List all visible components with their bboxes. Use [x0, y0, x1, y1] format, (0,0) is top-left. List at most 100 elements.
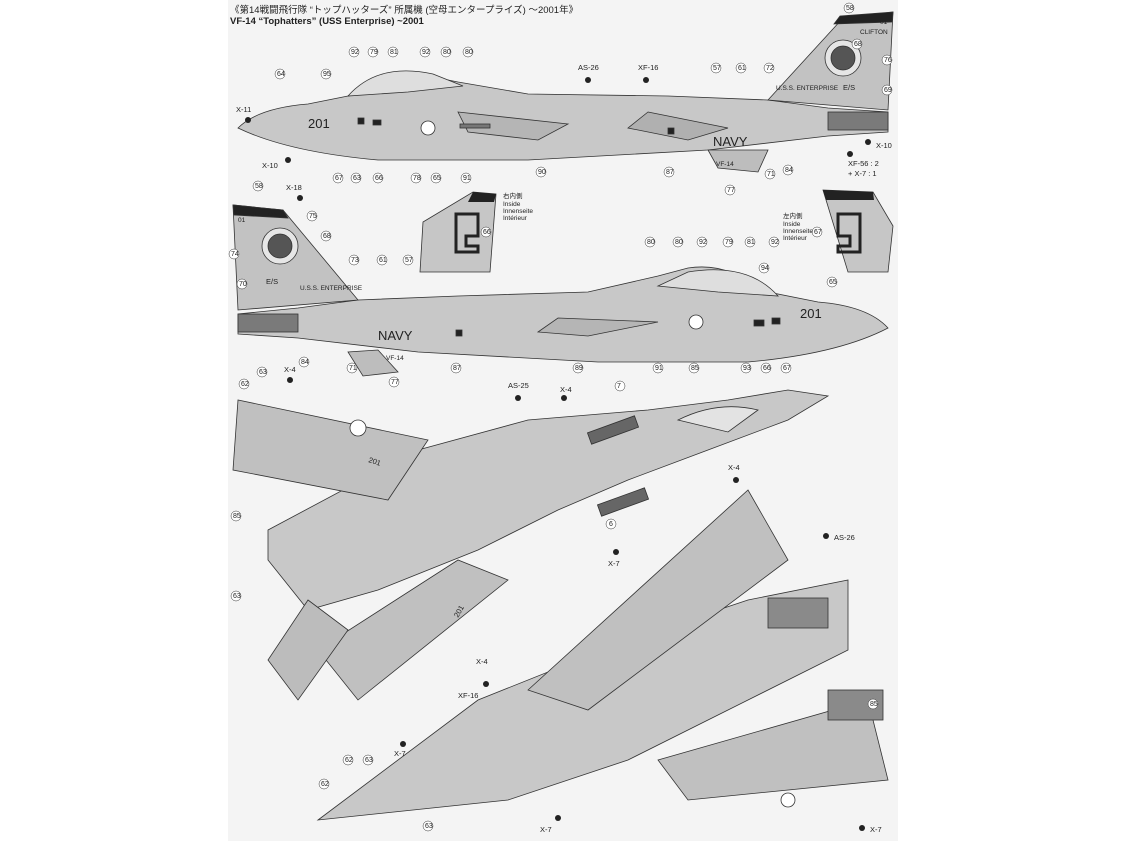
callout-63-top: 63: [259, 369, 267, 376]
side-modex-right: 201: [800, 306, 822, 321]
side-navy-right: NAVY: [378, 328, 413, 343]
paint-x7-top: X-7: [608, 559, 620, 568]
callout-91-b: 91: [655, 365, 663, 372]
callout-63-bottom-b: 63: [365, 757, 373, 764]
callout-66-fin: 66: [483, 229, 491, 236]
callout-81-b: 81: [747, 239, 755, 246]
callout-75: 75: [309, 213, 317, 220]
callout-92: 92: [351, 49, 359, 56]
callout-85-top: 85: [233, 513, 241, 520]
callout-67-b: 67: [783, 365, 791, 372]
callout-89: 89: [575, 365, 583, 372]
callout-84-b: 84: [301, 359, 309, 366]
callout-84: 84: [785, 167, 793, 174]
inside-jp-right: 右内側: [503, 191, 523, 200]
callout-63-bottom: 63: [425, 823, 433, 830]
callout-67: 67: [335, 175, 343, 182]
inside-jp-left: 左内側: [783, 211, 803, 220]
inside-fin-left: 67: [811, 189, 894, 273]
side-tailcode-left: E/S: [843, 83, 855, 92]
callout-82: 80: [443, 49, 451, 56]
paint-x10-tail: X-10: [876, 141, 892, 150]
callout-79-b: 79: [725, 239, 733, 246]
paint-xf16-top: XF-16: [638, 63, 658, 72]
inside-fin-right: 66: [419, 191, 497, 273]
paint-as26-top: AS-26: [578, 63, 599, 72]
callout-70: 70: [239, 281, 247, 288]
side-ship-left: U.S.S. ENTERPRISE: [776, 85, 839, 92]
inside-en-right: Inside: [503, 201, 521, 208]
callout-6: 6: [609, 521, 613, 528]
paint-xf16-bottom: XF-16: [458, 691, 478, 700]
inside-de-right: Innenseite: [503, 208, 533, 215]
inside-fr-left: Intérieur: [783, 235, 808, 242]
callout-95: 95: [323, 71, 331, 78]
callout-58: 58: [846, 5, 854, 12]
callout-92-d: 92: [771, 239, 779, 246]
bottom-view: [316, 489, 889, 821]
callout-81: 81: [390, 49, 398, 56]
paint-x11: X-11: [236, 105, 251, 114]
callout-82-b: 80: [675, 239, 683, 246]
callout-66-b: 66: [763, 365, 771, 372]
callout-79: 79: [370, 49, 378, 56]
callout-80-b: 80: [647, 239, 655, 246]
paint-x7-bottom-b: X-7: [540, 825, 552, 834]
callout-62-bottom: 62: [345, 757, 353, 764]
callout-87: 87: [666, 169, 674, 176]
side-view-left: [237, 11, 894, 173]
callout-71-b: 71: [349, 365, 357, 372]
callout-77-b: 77: [391, 379, 399, 386]
paint-mix-a: XF-56 : 2: [848, 159, 879, 168]
decal-instruction-sheet: 《第14戦闘飛行隊 “トップハッターズ” 所属機 (空母エンタープライズ) ～2…: [228, 0, 898, 841]
callout-65-b: 65: [829, 279, 837, 286]
callout-72: 72: [766, 65, 774, 72]
callout-68-b: 68: [323, 233, 331, 240]
inside-de-left: Innenseite: [783, 228, 813, 235]
side-pilot-left: CLIFTON: [860, 29, 888, 36]
side-tailnum-left: 01: [880, 19, 888, 26]
callout-77: 77: [727, 187, 735, 194]
callout-65: 65: [433, 175, 441, 182]
callout-62-top: 62: [241, 381, 249, 388]
callout-63: 63: [353, 175, 361, 182]
callout-74-b: 74: [231, 251, 239, 258]
side-tailnum-right: 01: [238, 217, 246, 224]
callout-67-fin: 67: [814, 229, 822, 236]
callout-68: 68: [854, 41, 862, 48]
callout-90: 90: [538, 169, 546, 176]
side-ship-right: U.S.S. ENTERPRISE: [300, 285, 363, 292]
callout-7: 7: [617, 383, 621, 390]
inside-fr-right: Intérieur: [503, 215, 528, 222]
header-english: VF-14 “Tophatters” (USS Enterprise) ~200…: [230, 16, 424, 27]
paint-as26-bottom: AS-26: [834, 533, 855, 542]
paint-x7-bottom-c: X-7: [870, 825, 882, 834]
side-vf14-left: VF-14: [716, 161, 734, 168]
callout-62-bottom-b: 62: [321, 781, 329, 788]
callout-71: 71: [767, 171, 775, 178]
paint-mix-b: + X-7 : 1: [848, 169, 877, 178]
callout-69: 69: [884, 87, 892, 94]
side-pilot-right: CLIFTON: [250, 211, 278, 218]
callout-91: 91: [463, 175, 471, 182]
paint-x7-bottom: X-7: [394, 749, 406, 758]
callout-78: 78: [413, 175, 421, 182]
paint-x18: X-18: [286, 183, 302, 192]
callout-58-b: 58: [255, 183, 263, 190]
top-view: [232, 389, 830, 701]
callout-92-c: 92: [699, 239, 707, 246]
paint-x4-bottom: X-4: [728, 463, 740, 472]
paint-x10-nose: X-10: [262, 161, 278, 170]
side-navy-left: NAVY: [713, 134, 748, 149]
callout-64: 64: [277, 71, 285, 78]
paint-x4-bottom-b: X-4: [476, 657, 488, 666]
side-vf14-right: VF-14: [386, 355, 404, 362]
callout-85: 85: [691, 365, 699, 372]
side-tailcode-right: E/S: [266, 277, 278, 286]
callout-93: 93: [743, 365, 751, 372]
paint-as25: AS-25: [508, 381, 529, 390]
inside-en-left: Inside: [783, 221, 801, 228]
callout-80: 80: [465, 49, 473, 56]
aircraft-drawings: 201 NAVY VF-14 E/S CLIFTON 01 U.S.S. ENT…: [228, 2, 894, 834]
header-japanese: 《第14戦闘飛行隊 “トップハッターズ” 所属機 (空母エンタープライズ) ～2…: [230, 5, 579, 16]
